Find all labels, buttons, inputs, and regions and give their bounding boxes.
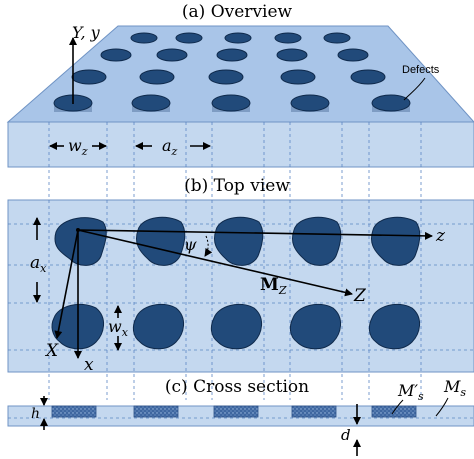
ax-label: ax: [30, 253, 47, 275]
defect: [208, 69, 244, 85]
defect: [290, 94, 330, 112]
defect: [213, 216, 264, 266]
h-label: h: [31, 406, 40, 422]
defect-section: [133, 405, 179, 418]
defect: [337, 48, 369, 62]
Ms-label: Ms: [443, 377, 466, 399]
z-axis-arrow: [77, 229, 433, 240]
X-axis-arrow: [54, 229, 79, 339]
overview-front-face: [7, 121, 474, 168]
defect: [280, 69, 316, 85]
Z-axis-label: Z: [353, 286, 367, 306]
z-axis-label: z: [435, 226, 446, 246]
defect: [274, 32, 302, 44]
defect: [175, 32, 203, 44]
defects-pointer: [403, 77, 426, 101]
defect: [368, 303, 420, 350]
defect: [156, 48, 188, 62]
defect: [130, 32, 158, 44]
defect: [135, 216, 186, 266]
defect: [216, 48, 248, 62]
defect: [276, 48, 308, 62]
psi-angle-arc: [204, 235, 213, 257]
defect: [350, 69, 386, 85]
x-axis-label: x: [84, 355, 94, 375]
top-view-defects: [51, 216, 421, 350]
defects-label: Defects: [402, 64, 440, 76]
defect: [323, 32, 351, 44]
X-axis-label: X: [44, 341, 59, 361]
defect: [291, 216, 342, 266]
defect: [370, 216, 421, 266]
wx-label: wx: [108, 317, 129, 339]
defect: [100, 48, 132, 62]
overview-title: (a) Overview: [182, 2, 293, 22]
Ms-pointer: [435, 397, 449, 417]
defect: [139, 69, 175, 85]
az-label: az: [162, 136, 178, 158]
defect: [132, 303, 184, 350]
defect: [371, 94, 411, 112]
defect: [211, 94, 251, 112]
d-label: d: [341, 426, 351, 444]
top-view-title: (b) Top view: [184, 176, 290, 196]
defect: [210, 303, 262, 350]
defect: [131, 94, 171, 112]
defect: [71, 69, 107, 85]
wz-label: wz: [68, 136, 88, 158]
Ms-prime-pointer: [391, 399, 404, 415]
defect-section: [291, 405, 337, 418]
cross-section-title: (c) Cross section: [165, 377, 309, 397]
defect-section: [51, 405, 97, 418]
top-view-vertical-grid: [48, 200, 422, 372]
y-axis-label: Y, y: [72, 23, 101, 42]
defect-section: [213, 405, 259, 418]
defect: [224, 32, 252, 44]
defect: [289, 303, 341, 350]
overview-defects: [53, 32, 411, 112]
MZ-label: MZ: [260, 275, 287, 297]
Z-axis-arrow: [77, 229, 353, 297]
Ms-prime-label: M′s: [397, 381, 424, 403]
psi-label: ψ: [184, 235, 197, 254]
